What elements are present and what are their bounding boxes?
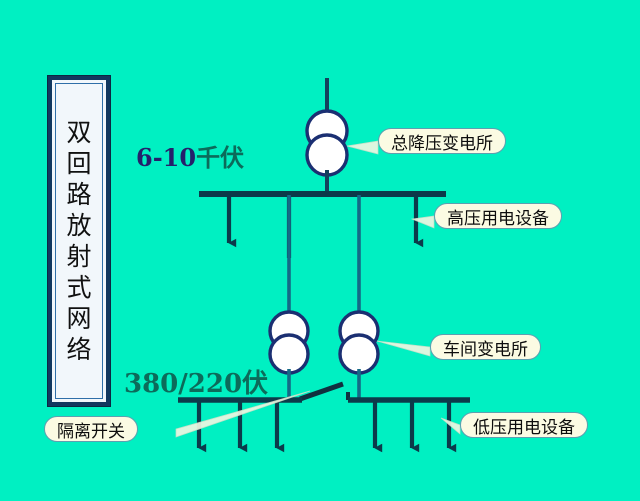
hv-load-feeders [226, 195, 424, 258]
diagram-title-plaque: 双 回 路 放 射 式 网 络 [48, 76, 110, 406]
leader-workshop-substation [376, 340, 431, 357]
title-char: 络 [66, 334, 92, 364]
callout-hv-equipment: 高压用电设备 [434, 203, 562, 229]
callout-workshop-substation: 车间变电所 [430, 334, 541, 360]
transformer-right-symbol [338, 310, 380, 375]
voltage-label-high: 6-10千伏 [136, 138, 244, 173]
title-char: 双 [66, 117, 92, 147]
title-char: 放 [66, 210, 92, 240]
voltage-label-low: 380/220伏 [124, 363, 268, 400]
title-char: 射 [66, 241, 92, 271]
voltage-high-unit: 千伏 [196, 143, 245, 172]
leader-main-substation [346, 140, 379, 155]
title-char: 网 [66, 303, 92, 333]
callout-isolator: 隔离开关 [44, 416, 138, 442]
callout-lv-equipment: 低压用电设备 [460, 412, 588, 438]
voltage-high-number: 6-10 [136, 143, 197, 172]
callout-main-substation: 总降压变电所 [378, 128, 506, 154]
voltage-low-number: 380/220 [124, 369, 243, 399]
transformer-top-symbol [305, 109, 349, 177]
transformer-left-symbol [268, 310, 310, 375]
title-char: 回 [66, 148, 92, 178]
title-char: 路 [66, 179, 92, 209]
voltage-low-unit: 伏 [242, 369, 269, 399]
leader-isolator [175, 390, 311, 438]
title-char: 式 [66, 272, 92, 302]
leader-hv-equipment [410, 215, 435, 229]
callout-leader-lines [175, 140, 461, 438]
lv-right-load-feeders [372, 401, 457, 453]
